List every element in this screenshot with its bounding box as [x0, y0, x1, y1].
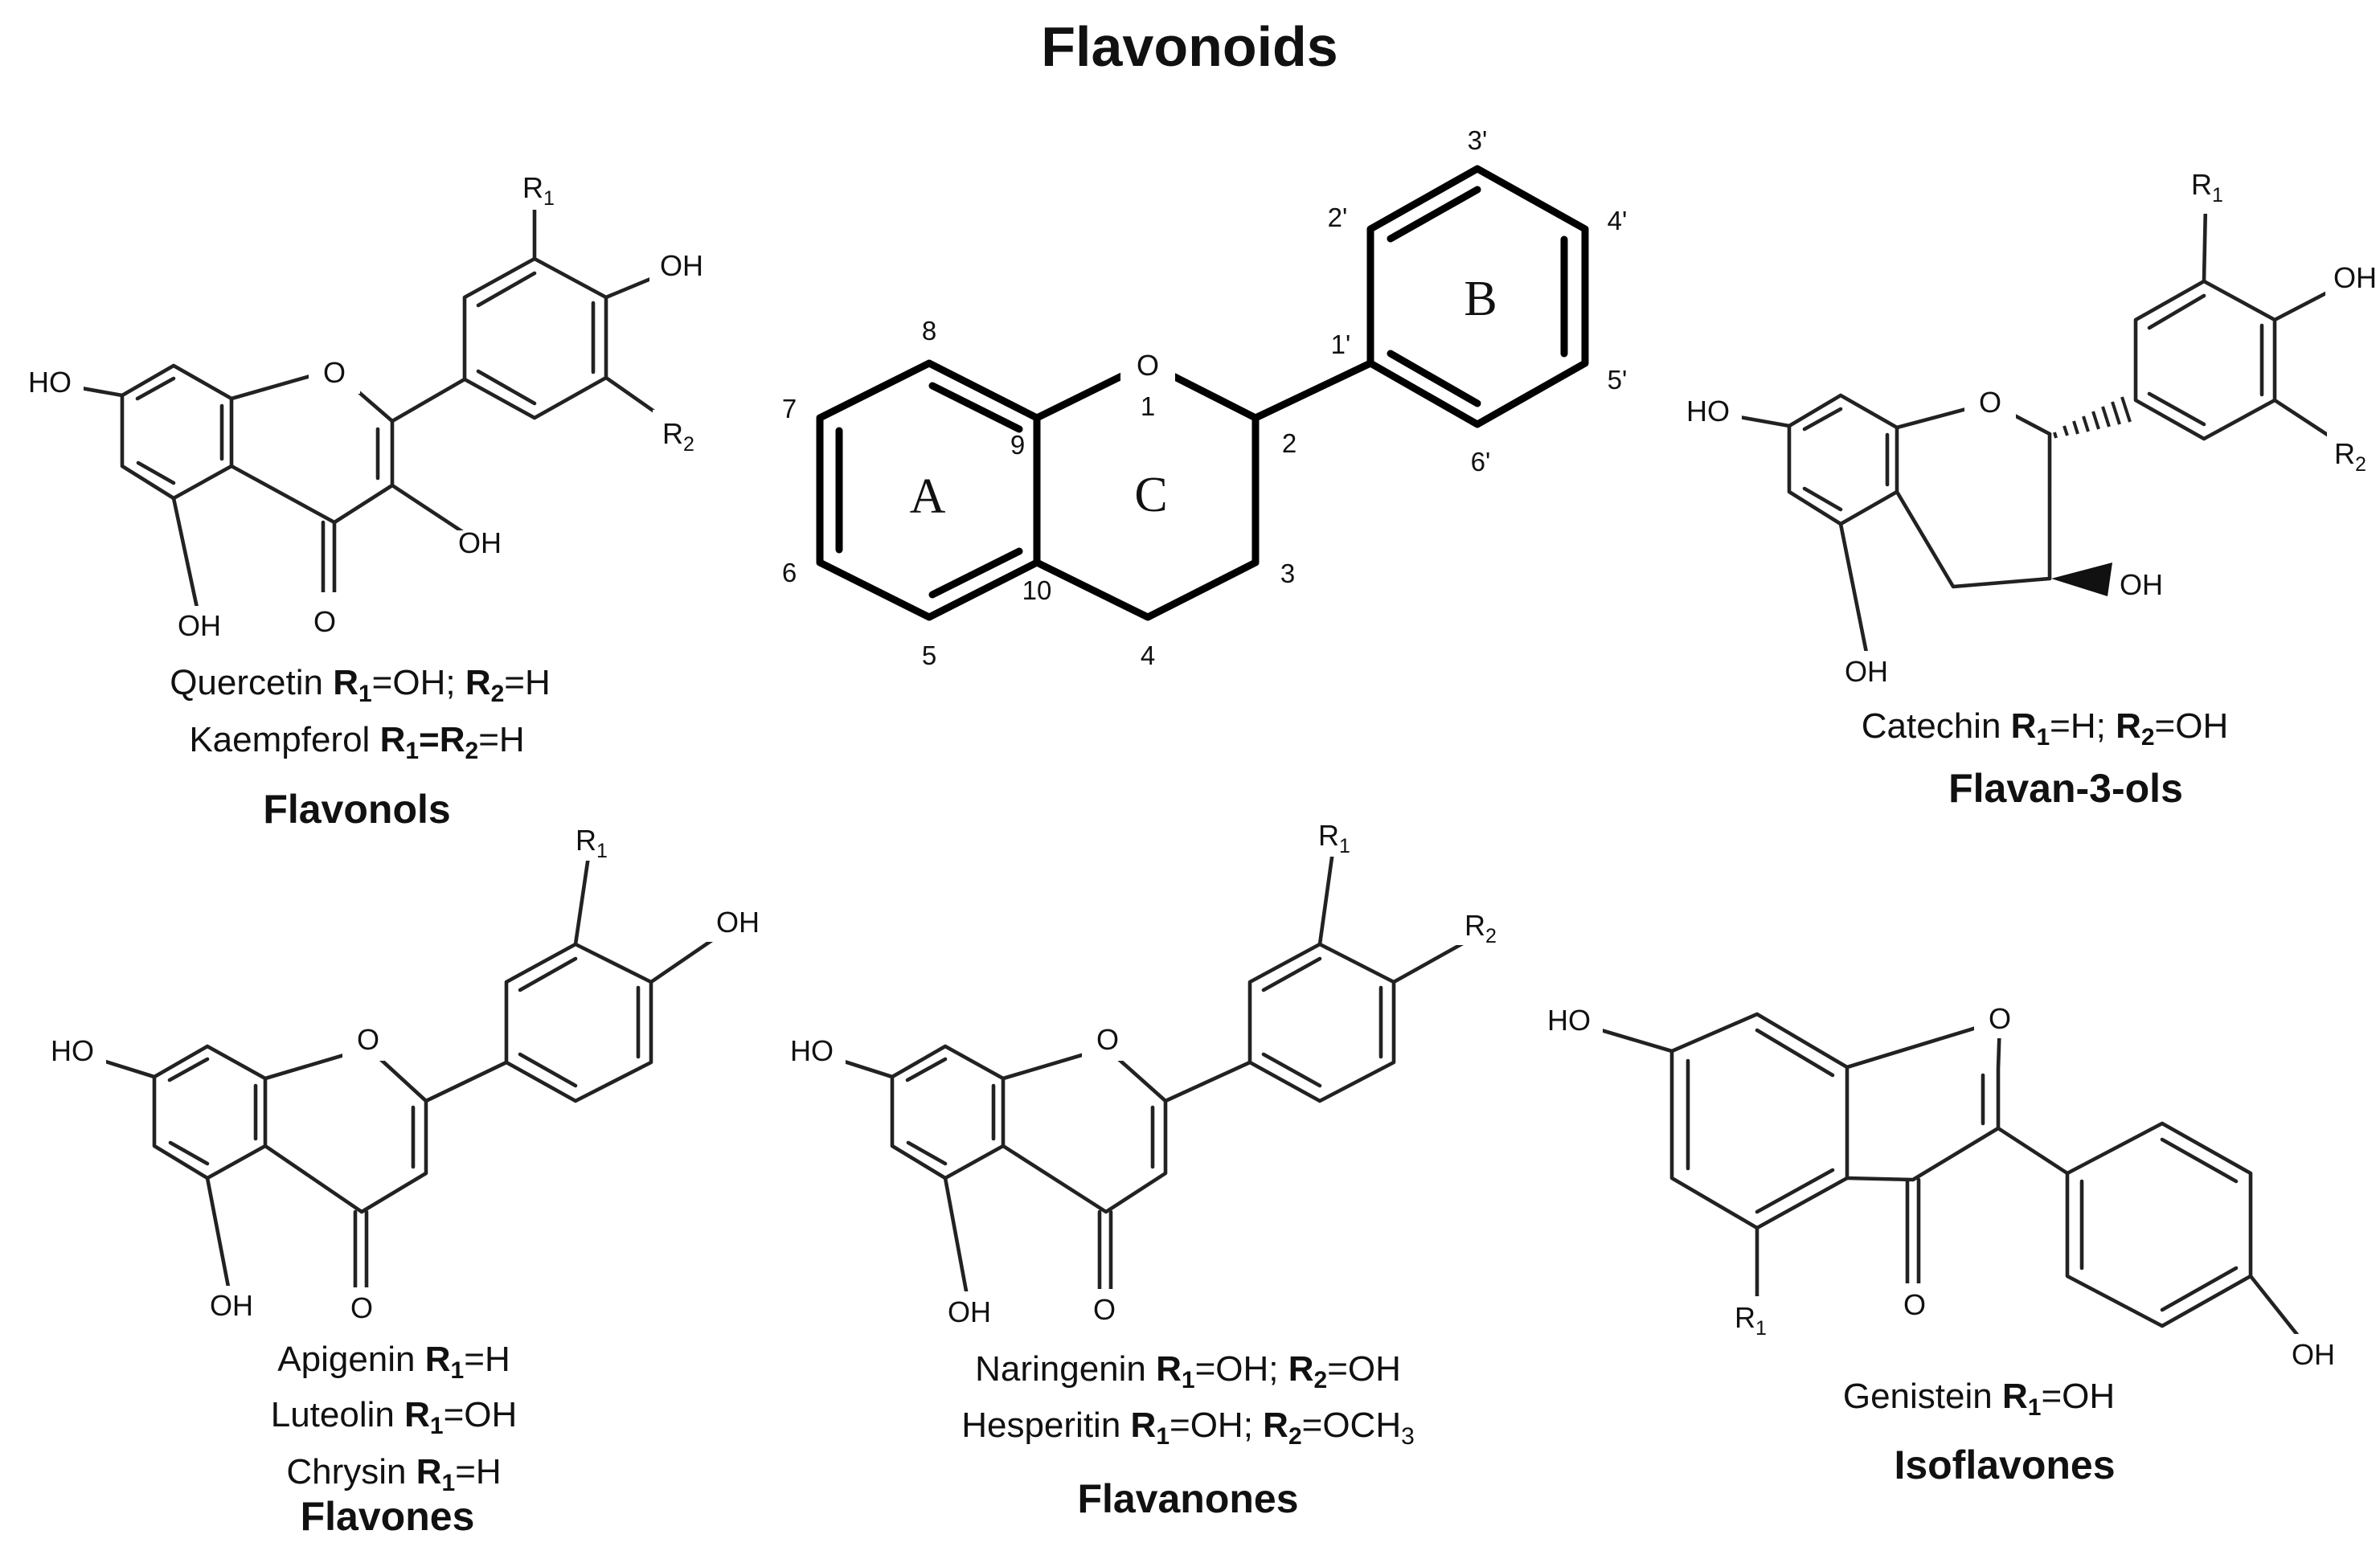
hydroxyl-label: OH — [2120, 568, 2163, 601]
hesperitin-caption: Hesperitin R1=OH; R2=OCH3 — [961, 1406, 1415, 1450]
position-number: 1' — [1331, 329, 1351, 359]
position-number: 10 — [1022, 575, 1052, 605]
r2-label: R2 — [1464, 909, 1497, 947]
chrysin-caption: Chrysin R1=H — [286, 1452, 501, 1496]
isoflavone-structure: HO O O OH R1 — [1547, 1002, 2335, 1371]
catechin-caption: Catechin R1=H; R2=OH — [1862, 706, 2228, 751]
hydroxyl-label: HO — [51, 1034, 94, 1067]
core-ring-oxygen-label: O — [1137, 349, 1159, 382]
r1-label: R1 — [1735, 1301, 1767, 1340]
carbonyl-oxygen-label: O — [1903, 1288, 1926, 1321]
ring-c-label: C — [1134, 468, 1167, 522]
hydroxyl-label: OH — [1845, 655, 1888, 688]
hydroxyl-label: OH — [2333, 261, 2377, 294]
r1-label: R1 — [522, 171, 555, 210]
genistein-caption: Genistein R1=OH — [1843, 1377, 2115, 1421]
flavonol-structure: HO O OH OH OH O R1 R2 — [28, 171, 703, 642]
flavan-3-ols-class-label: Flavan-3-ols — [1948, 766, 2183, 811]
position-number: 7 — [782, 394, 797, 424]
ring-oxygen-label: O — [1096, 1023, 1119, 1056]
ring-a-label: A — [910, 469, 946, 524]
hydroxyl-label: OH — [458, 526, 502, 559]
figure-title: Flavonoids — [1041, 15, 1337, 78]
solid-wedge-bond — [2051, 563, 2112, 596]
hydroxyl-label: OH — [178, 609, 221, 642]
position-number: 3' — [1468, 125, 1488, 155]
hydroxyl-label: HO — [1547, 1004, 1591, 1037]
hashed-wedge-bond — [2053, 396, 2132, 439]
hydroxyl-label: HO — [28, 366, 72, 399]
r1-label: R1 — [2191, 168, 2223, 207]
carbonyl-oxygen-label: O — [350, 1291, 373, 1324]
apigenin-caption: Apigenin R1=H — [277, 1340, 510, 1384]
flavonols-class-label: Flavonols — [263, 787, 450, 832]
hydroxyl-label: HO — [790, 1034, 834, 1067]
flavanone-structure: HO O OH O R1 R2 — [790, 819, 1497, 1328]
position-number: 2' — [1328, 203, 1348, 232]
position-number: 2 — [1282, 428, 1297, 458]
flavan-core-structure: O A B C 1 2 3 4 5 6 7 8 9 10 1' 2' 3' 4'… — [782, 125, 1628, 670]
ring-oxygen-label: O — [1979, 386, 2001, 419]
hydroxyl-label: HO — [1686, 395, 1730, 428]
hydroxyl-label: OH — [948, 1295, 991, 1328]
ring-oxygen-label: O — [323, 356, 346, 389]
ring-b-label: B — [1464, 272, 1497, 326]
naringenin-caption: Naringenin R1=OH; R2=OH — [975, 1349, 1401, 1393]
kaempferol-caption: Kaempferol R1=R2=H — [189, 720, 524, 764]
hydroxyl-label: OH — [716, 906, 760, 939]
quercetin-caption: Quercetin R1=OH; R2=H — [170, 663, 551, 707]
position-number: 9 — [1010, 430, 1025, 460]
r2-label: R2 — [662, 417, 694, 456]
position-number: 4 — [1141, 640, 1155, 670]
ring-oxygen-label: O — [1989, 1002, 2011, 1035]
position-number: 5' — [1608, 365, 1628, 395]
r1-label: R1 — [576, 824, 608, 862]
flavanones-class-label: Flavanones — [1077, 1476, 1298, 1521]
position-number: 6 — [782, 558, 797, 587]
hydroxyl-label: OH — [660, 249, 703, 282]
carbonyl-oxygen-label: O — [1093, 1293, 1116, 1326]
position-number: 1 — [1141, 391, 1155, 421]
flavones-class-label: Flavones — [301, 1494, 475, 1539]
isoflavones-class-label: Isoflavones — [1894, 1442, 2115, 1487]
position-number: 6' — [1471, 447, 1491, 477]
luteolin-caption: Luteolin R1=OH — [271, 1395, 518, 1439]
r1-label: R1 — [1318, 819, 1350, 857]
hydroxyl-label: OH — [2292, 1338, 2335, 1371]
position-number: 3 — [1280, 559, 1295, 588]
flavone-structure: HO O OH OH O R1 — [51, 824, 760, 1324]
catechin-structure: HO O OH OH OH R1 R2 — [1686, 168, 2377, 688]
carbonyl-oxygen-label: O — [313, 605, 336, 638]
position-number: 5 — [922, 640, 936, 670]
ring-oxygen-label: O — [357, 1023, 379, 1056]
position-number: 4' — [1608, 206, 1628, 235]
hydroxyl-label: OH — [210, 1289, 253, 1322]
r2-label: R2 — [2334, 437, 2366, 476]
position-number: 8 — [922, 316, 936, 346]
